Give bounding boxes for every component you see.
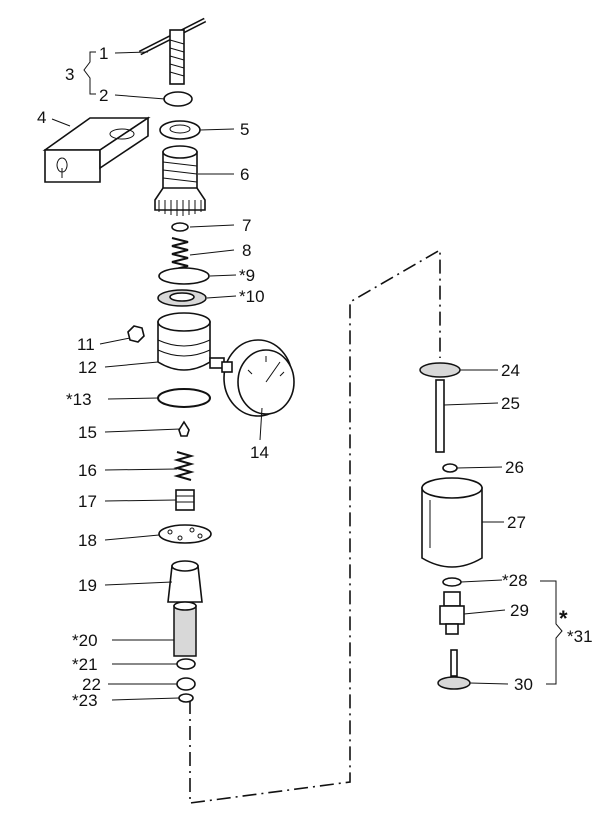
label-part-9: *9 (239, 266, 255, 285)
part-15-valve-stem (178, 420, 190, 437)
part-21-washer (176, 658, 196, 670)
part-9-ring (158, 267, 210, 285)
label-part-14: 14 (250, 443, 269, 462)
label-part-24: 24 (501, 361, 520, 380)
part-5-ring-nut (159, 120, 201, 140)
label-part-29: 29 (510, 601, 529, 620)
label-part-10: *10 (239, 287, 265, 306)
part-16-spring (173, 451, 195, 481)
label-part-27: 27 (507, 513, 526, 532)
label-part-25: 25 (501, 394, 520, 413)
label-part-26: 26 (505, 458, 524, 477)
label-part-15: 15 (78, 423, 97, 442)
part-18-baffle (158, 524, 212, 544)
label-part-1: 1 (99, 44, 108, 63)
label-part-2: 2 (99, 86, 108, 105)
part-20-filter-element (173, 601, 197, 657)
part-19-deflector (167, 560, 203, 603)
part-26-clip (442, 463, 458, 473)
part-25-rod (435, 379, 445, 453)
part-1-t-handle-screw (138, 17, 207, 85)
part-4-mounting-bracket (42, 116, 151, 183)
label-part-6: 6 (240, 165, 249, 184)
label-part-8: 8 (242, 241, 251, 260)
part-17-valve-seat (175, 489, 195, 511)
label-part-22: 22 (82, 675, 101, 694)
part-23-washer (178, 693, 194, 703)
part-7-washer (171, 222, 189, 232)
part-11-plug (127, 325, 145, 343)
label-part-31: *31 (567, 627, 593, 646)
part-13-o-ring (157, 388, 211, 408)
part-2-lock-nut (163, 91, 193, 107)
label-part-20: *20 (72, 631, 98, 650)
label-part-12: 12 (78, 358, 97, 377)
label-part-31-star: * (559, 606, 568, 631)
part-30-drain-knob (437, 649, 471, 690)
label-part-23: *23 (72, 691, 98, 710)
leader-lines (51, 51, 563, 701)
label-part-21: *21 (72, 655, 98, 674)
label-part-16: 16 (78, 461, 97, 480)
part-10-diaphragm (157, 289, 207, 307)
label-part-3: 3 (65, 65, 74, 84)
part-27-bowl (421, 477, 483, 568)
label-part-30: 30 (514, 675, 533, 694)
assembly-connection-line (189, 248, 441, 804)
label-part-28: *28 (502, 571, 528, 590)
part-28-washer (442, 577, 462, 587)
label-part-18: 18 (78, 531, 97, 550)
label-part-13: *13 (66, 390, 92, 409)
part-29-drain-body (439, 591, 465, 635)
label-part-11: 11 (77, 335, 95, 354)
label-part-17: 17 (78, 492, 97, 511)
label-part-7: 7 (242, 216, 251, 235)
label-part-19: 19 (78, 576, 97, 595)
part-22-nut (176, 677, 196, 691)
part-12-body (157, 312, 225, 371)
part-24-bowl-cap (419, 362, 461, 378)
label-part-5: 5 (240, 120, 249, 139)
part-14-pressure-gauge (221, 339, 295, 417)
label-part-4: 4 (37, 108, 46, 127)
part-6-bonnet (154, 145, 206, 216)
